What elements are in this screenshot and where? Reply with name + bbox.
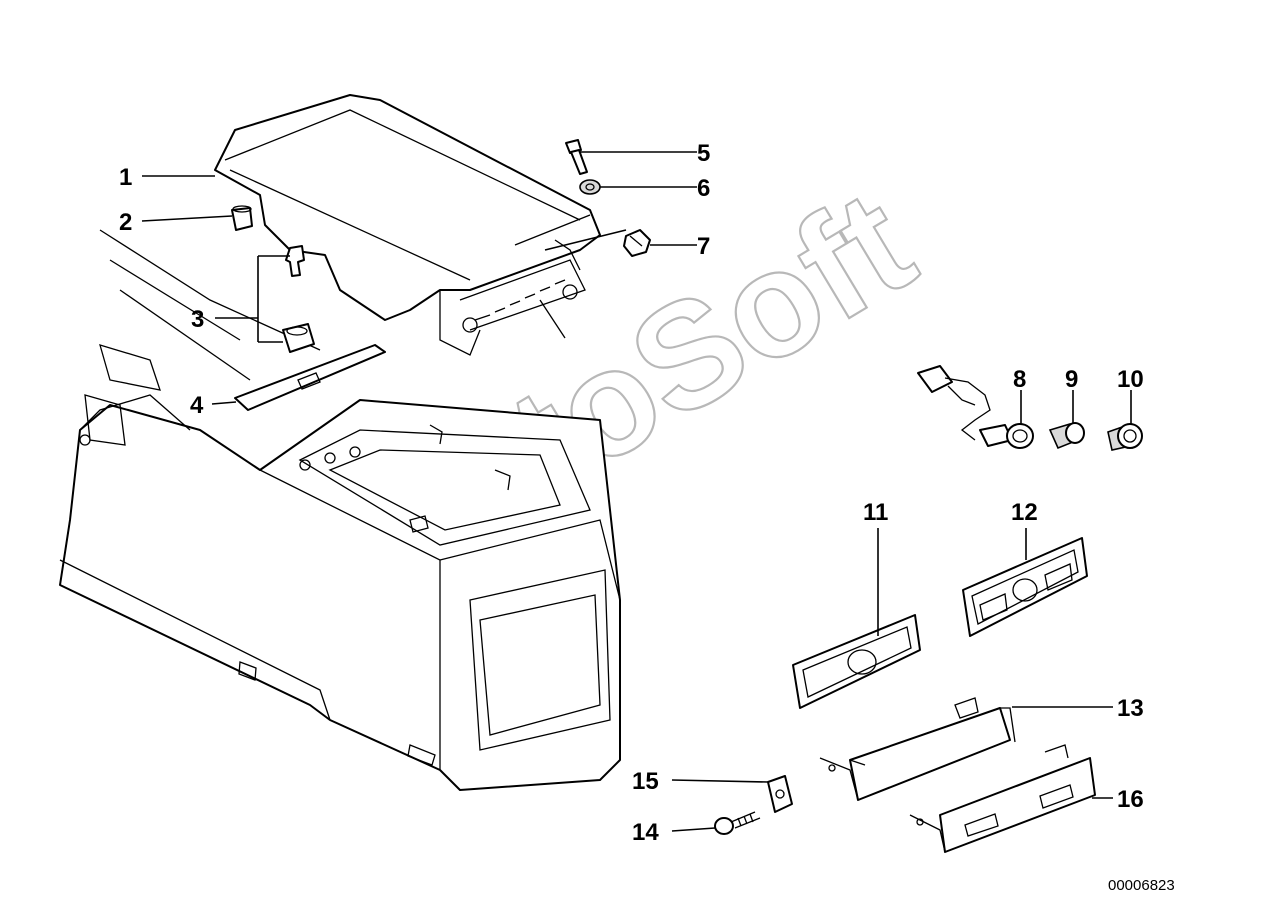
callout-12: 12	[1011, 499, 1038, 526]
callout-16: 16	[1117, 786, 1144, 813]
callout-13: 13	[1117, 695, 1144, 722]
callout-6: 6	[697, 175, 710, 202]
expanding-rivet	[282, 245, 315, 353]
callout-labels: 1 2 3 4 5 6 7 8 9 10 11 12 13 14 15 16	[119, 140, 1144, 846]
callout-3: 3	[191, 306, 204, 333]
lighter-socket	[917, 365, 1034, 449]
callout-15: 15	[632, 768, 659, 795]
trim-panel-triple	[962, 537, 1088, 637]
document-id: 00006823	[1108, 877, 1175, 894]
bolt	[565, 139, 588, 175]
leader-lines	[141, 151, 1132, 832]
callout-8: 8	[1013, 366, 1026, 393]
callout-9: 9	[1065, 366, 1078, 393]
callout-1: 1	[119, 164, 132, 191]
callout-2: 2	[119, 209, 132, 236]
callout-7: 7	[697, 233, 710, 260]
rubber-buffer	[231, 205, 253, 231]
stop-buffer	[623, 229, 651, 257]
center-console	[59, 229, 621, 791]
callout-14: 14	[632, 819, 659, 846]
mounting-bracket	[819, 697, 1016, 801]
socket-cap	[1107, 423, 1143, 451]
callout-4: 4	[190, 392, 204, 419]
switch-bracket	[909, 744, 1096, 853]
callout-11: 11	[863, 499, 888, 526]
trim-panel-single	[792, 614, 921, 709]
callout-5: 5	[697, 140, 710, 167]
screw	[714, 811, 761, 835]
socket-sleeve	[1048, 422, 1085, 450]
cover-strip	[234, 344, 386, 411]
washer	[579, 179, 601, 195]
callout-10: 10	[1117, 366, 1144, 393]
clip-nut	[767, 775, 793, 813]
armrest-lid	[214, 94, 601, 356]
